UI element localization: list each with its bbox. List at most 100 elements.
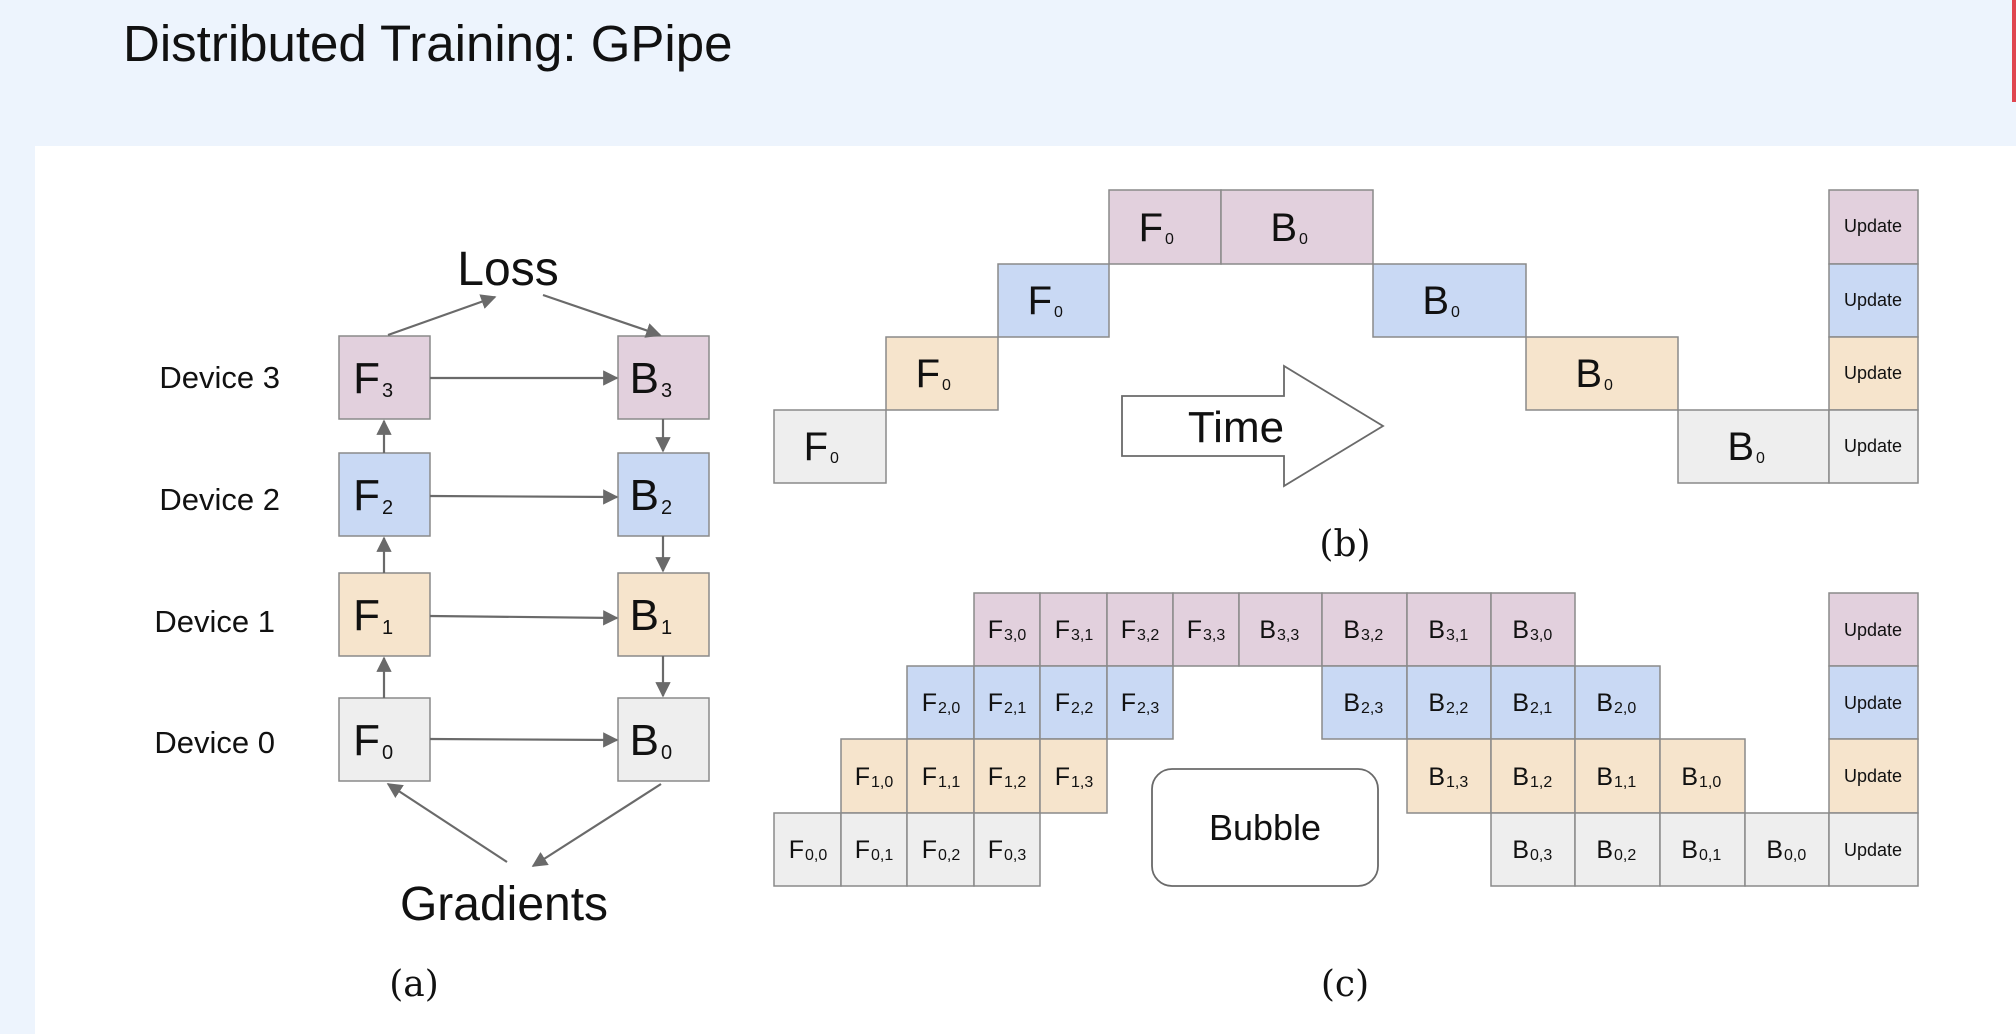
svg-text:0,2: 0,2	[1614, 847, 1636, 864]
svg-text:0: 0	[830, 450, 839, 467]
svg-text:Update: Update	[1844, 693, 1902, 713]
svg-text:0,3: 0,3	[1530, 847, 1552, 864]
svg-text:1,0: 1,0	[871, 774, 893, 791]
svg-text:1,2: 1,2	[1530, 774, 1552, 791]
svg-text:B: B	[1512, 616, 1529, 644]
svg-text:0: 0	[942, 377, 951, 394]
b-forward-device-3: F 0	[1108, 189, 1222, 265]
svg-text:F: F	[922, 689, 937, 717]
backward-box-device-2: B 2	[617, 452, 710, 537]
svg-text:2,0: 2,0	[938, 700, 960, 717]
c-update-device-2: Update	[1828, 665, 1919, 740]
svg-text:B: B	[1575, 352, 1602, 396]
panel-a: Loss Gradients Device 3 Device 2 Device …	[154, 243, 710, 1005]
b-forward-device-1: F 0	[885, 336, 999, 411]
c-update-device-3: Update	[1828, 592, 1919, 667]
b-backward-device-1: B 0	[1525, 336, 1679, 411]
svg-text:B: B	[1259, 616, 1276, 644]
svg-text:2,3: 2,3	[1361, 700, 1383, 717]
svg-text:F: F	[988, 763, 1003, 791]
svg-text:B: B	[1512, 689, 1529, 717]
svg-text:Update: Update	[1844, 840, 1902, 860]
svg-text:3,2: 3,2	[1361, 627, 1383, 644]
svg-text:B: B	[1428, 616, 1445, 644]
svg-text:F: F	[922, 763, 937, 791]
b-update-device-2: Update	[1828, 263, 1919, 338]
svg-text:3,3: 3,3	[1277, 627, 1299, 644]
svg-text:F: F	[988, 689, 1003, 717]
b-update-device-1: Update	[1828, 336, 1919, 411]
svg-text:3,0: 3,0	[1004, 627, 1026, 644]
svg-text:2: 2	[661, 497, 672, 519]
b-backward-device-2: B 0	[1372, 263, 1527, 338]
svg-text:2,0: 2,0	[1614, 700, 1636, 717]
b-forward-device-2: F 0	[997, 263, 1110, 338]
b-backward-device-0: B 0	[1677, 409, 1830, 484]
slide-edge-marker	[2012, 0, 2016, 102]
svg-text:B: B	[1428, 689, 1445, 717]
svg-text:F: F	[1055, 689, 1070, 717]
svg-text:F: F	[789, 836, 804, 864]
b-forward-device-0: F 0	[773, 409, 887, 484]
backward-box-device-3: B 3	[617, 335, 710, 420]
svg-text:B: B	[630, 716, 659, 765]
svg-text:B: B	[1596, 836, 1613, 864]
svg-text:1,3: 1,3	[1071, 774, 1093, 791]
forward-box-device-3: F 3	[338, 335, 431, 420]
svg-text:1,3: 1,3	[1446, 774, 1468, 791]
svg-text:3,1: 3,1	[1071, 627, 1093, 644]
svg-text:B: B	[1270, 206, 1297, 250]
svg-text:0: 0	[1756, 450, 1765, 467]
b-update-device-0: Update	[1828, 409, 1919, 484]
svg-text:F: F	[1055, 616, 1070, 644]
svg-text:2,2: 2,2	[1071, 700, 1093, 717]
c-update-device-0: Update	[1828, 812, 1919, 887]
svg-text:B: B	[1512, 836, 1529, 864]
svg-text:3,1: 3,1	[1446, 627, 1468, 644]
b-update-device-3: Update	[1828, 189, 1919, 265]
gradients-label: Gradients	[400, 878, 608, 931]
svg-text:Update: Update	[1844, 290, 1902, 310]
svg-text:B: B	[1681, 763, 1698, 791]
svg-text:Update: Update	[1844, 363, 1902, 383]
svg-text:F: F	[916, 352, 940, 396]
svg-text:F: F	[1055, 763, 1070, 791]
panel-b: F 0 B 0 F 0 B 0 F 0 B 0 F	[773, 189, 1919, 565]
caption-b: (b)	[1319, 524, 1370, 565]
svg-text:1,1: 1,1	[938, 774, 960, 791]
svg-text:B: B	[1343, 616, 1360, 644]
device-1-label: Device 1	[154, 604, 275, 639]
svg-text:B: B	[1681, 836, 1698, 864]
b-backward-device-3: B 0	[1220, 189, 1374, 265]
svg-text:3,2: 3,2	[1137, 627, 1159, 644]
svg-text:2,3: 2,3	[1137, 700, 1159, 717]
svg-text:3,3: 3,3	[1203, 627, 1225, 644]
svg-text:F: F	[353, 591, 380, 640]
svg-text:Update: Update	[1844, 620, 1902, 640]
svg-text:1,1: 1,1	[1614, 774, 1636, 791]
svg-text:B: B	[630, 354, 659, 403]
svg-text:F: F	[855, 763, 870, 791]
svg-text:0,1: 0,1	[1699, 847, 1721, 864]
forward-box-device-2: F 2	[338, 452, 431, 537]
caption-c: (c)	[1321, 964, 1369, 1005]
svg-text:B: B	[630, 471, 659, 520]
svg-text:0: 0	[1165, 231, 1174, 248]
backward-box-device-1: B 1	[617, 572, 710, 657]
svg-text:3,0: 3,0	[1530, 627, 1552, 644]
svg-text:F: F	[353, 354, 380, 403]
svg-text:B: B	[1428, 763, 1445, 791]
time-arrow: Time	[1121, 364, 1385, 488]
svg-text:B: B	[1422, 279, 1449, 323]
svg-text:0: 0	[1604, 377, 1613, 394]
svg-text:B: B	[1343, 689, 1360, 717]
svg-text:B: B	[1512, 763, 1529, 791]
svg-text:0,0: 0,0	[1784, 847, 1806, 864]
svg-text:2,1: 2,1	[1530, 700, 1552, 717]
svg-text:B: B	[630, 591, 659, 640]
